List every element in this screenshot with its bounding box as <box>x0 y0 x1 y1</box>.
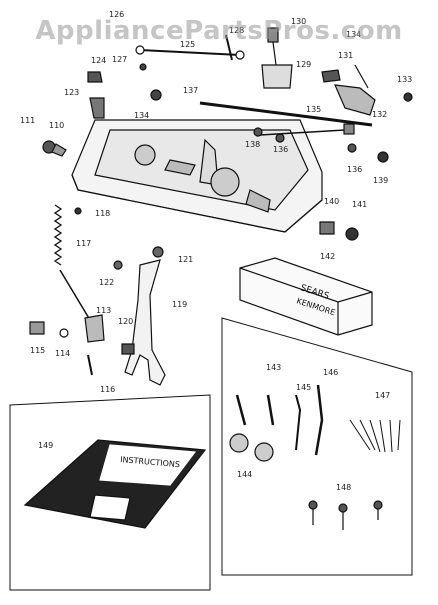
part-label-117: 117 <box>76 239 91 248</box>
knee-lever <box>113 246 166 386</box>
part-label-116: 116 <box>100 385 115 394</box>
part-label-114: 114 <box>55 349 70 358</box>
manual-footer-left: SEWING <box>92 528 121 536</box>
part-label-122: 122 <box>99 278 114 287</box>
part-label-149: 149 <box>38 441 53 450</box>
part-label-133: 133 <box>397 75 412 84</box>
part-label-110: 110 <box>49 121 64 130</box>
part-label-141: 141 <box>352 200 367 209</box>
spring <box>53 204 82 266</box>
part-label-120: 120 <box>118 317 133 326</box>
part-label-119: 119 <box>172 300 187 309</box>
part-label-129: 129 <box>296 60 311 69</box>
part-label-143: 143 <box>266 363 281 372</box>
part-label-146: 146 <box>323 368 338 377</box>
accessory-panel <box>221 317 413 576</box>
main-shaft <box>199 101 373 136</box>
manual-footer-right: MACHINE <box>140 531 173 539</box>
part-label-123: 123 <box>64 88 79 97</box>
part-label-134: 134 <box>134 111 149 120</box>
part-label-136: 136 <box>347 165 362 174</box>
part-label-124: 124 <box>91 56 106 65</box>
part-label-131: 131 <box>338 51 353 60</box>
manual-panel <box>9 394 211 591</box>
part-label-115: 115 <box>30 346 45 355</box>
part-label-139: 139 <box>373 176 388 185</box>
presser-lever <box>321 64 376 116</box>
part-label-135: 135 <box>306 105 321 114</box>
part-label-148: 148 <box>336 483 351 492</box>
attachment-box <box>239 257 373 336</box>
part-label-144: 144 <box>237 470 252 479</box>
small-fittings <box>42 63 413 241</box>
part-label-126: 126 <box>109 10 124 19</box>
connecting-rod <box>135 34 245 61</box>
part-label-113: 113 <box>96 306 111 315</box>
part-label-138: 138 <box>245 140 260 149</box>
part-label-127: 127 <box>112 55 127 64</box>
part-label-140: 140 <box>324 197 339 206</box>
part-label-142: 142 <box>320 252 335 261</box>
part-number-labels: 126 125 128 130 134 124 127 129 131 133 … <box>20 10 412 492</box>
part-label-145: 145 <box>296 383 311 392</box>
part-label-130: 130 <box>291 17 306 26</box>
base-plate <box>71 119 323 233</box>
part-label-125: 125 <box>180 40 195 49</box>
part-label-118: 118 <box>95 209 110 218</box>
part-label-137: 137 <box>183 86 198 95</box>
part-label-132: 132 <box>372 110 387 119</box>
knee-lever-bracket <box>29 269 105 376</box>
part-label-111: 111 <box>20 116 35 125</box>
part-label-136-left: 136 <box>273 145 288 154</box>
part-label-121: 121 <box>178 255 193 264</box>
part-label-134-top: 134 <box>346 30 361 39</box>
part-label-128: 128 <box>229 26 244 35</box>
bobbin-assembly <box>261 27 293 89</box>
part-label-147: 147 <box>375 391 390 400</box>
